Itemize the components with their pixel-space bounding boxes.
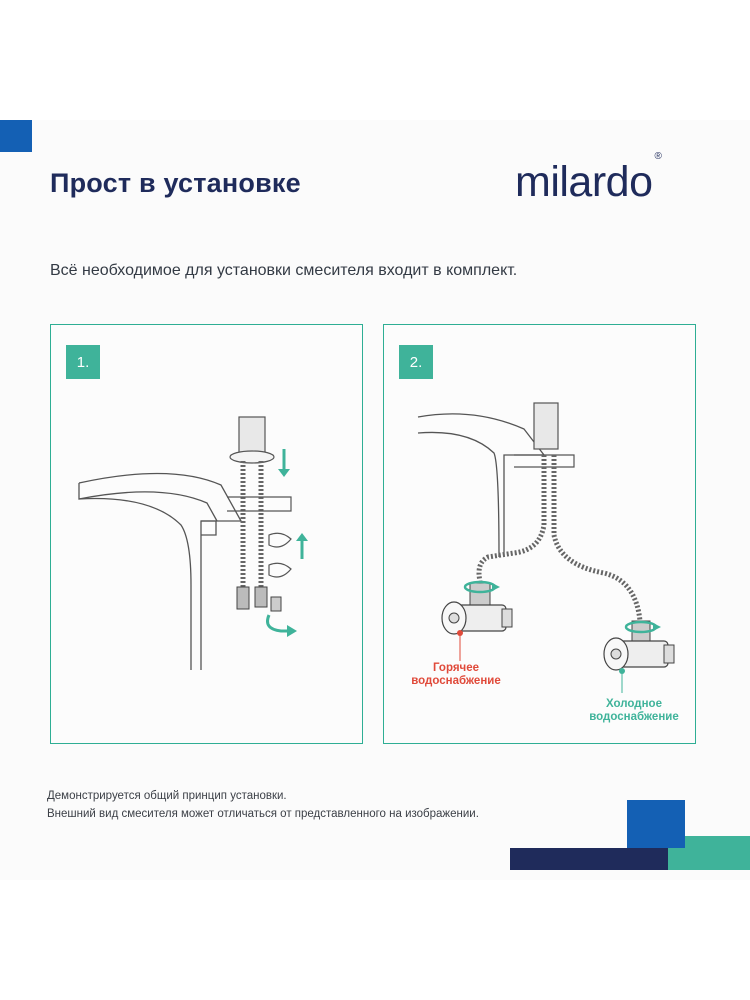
cold-indicator-dot: [619, 668, 625, 674]
step-panel-2: 2.: [383, 324, 696, 744]
footnote-line-2: Внешний вид смесителя может отличаться о…: [47, 808, 479, 820]
clamp-plate-bottom: [268, 562, 292, 578]
hose-hot: [476, 455, 547, 582]
rotate-arrow-icon: [266, 614, 297, 637]
hot-water-valve: [441, 582, 513, 635]
cold-water-label-line2: водоснабжение: [589, 711, 678, 723]
hose-cold: [551, 455, 643, 622]
mounting-nut: [270, 596, 282, 612]
step-badge-1: 1.: [66, 345, 100, 379]
faucet-base: [238, 416, 266, 458]
page-title: Прост в установке: [50, 168, 301, 198]
footnote-line-1: Демонстрируется общий принцип установки.: [47, 790, 287, 802]
step-badge-2: 2.: [399, 345, 433, 379]
corner-accent-square: [0, 120, 32, 152]
faucet-gasket: [229, 450, 275, 464]
hose-nut-left: [236, 586, 250, 610]
countertop-outline: [78, 472, 243, 670]
basin-outline: [78, 497, 192, 670]
illustration-step-1: [78, 416, 308, 670]
faucet-base: [533, 402, 559, 450]
rotate-arrow-icon: [624, 620, 661, 634]
basin-outline: [417, 431, 500, 558]
cold-water-valve: [603, 620, 675, 671]
rotate-arrow-icon: [463, 580, 500, 594]
clamp-plate-top: [268, 532, 292, 548]
logo-text: milardo: [515, 158, 653, 206]
cold-water-label-line1: Холодное: [606, 698, 662, 710]
step-panel-1: 1.: [50, 324, 363, 744]
hot-indicator-dot: [457, 630, 463, 636]
mounting-bracket: [227, 496, 292, 512]
arrow-up-icon: [296, 533, 308, 559]
hot-water-label-line1: Горячее: [433, 662, 479, 674]
countertop-lip: [201, 520, 217, 536]
logo-registered-mark: ®: [654, 150, 662, 162]
hose-nut-right: [254, 586, 268, 608]
arrow-down-icon: [278, 449, 290, 477]
countertop-outline: [417, 413, 546, 557]
illustration-step-2: Горячее водоснабжение Холодное водоснабж…: [411, 402, 679, 723]
brand-logo: milardo®: [515, 151, 662, 207]
hot-water-label-line2: водоснабжение: [411, 675, 500, 687]
decorative-block-blue: [627, 800, 685, 848]
subtitle: Всё необходимое для установки смесителя …: [50, 262, 518, 279]
countertop-edge: [78, 483, 218, 522]
